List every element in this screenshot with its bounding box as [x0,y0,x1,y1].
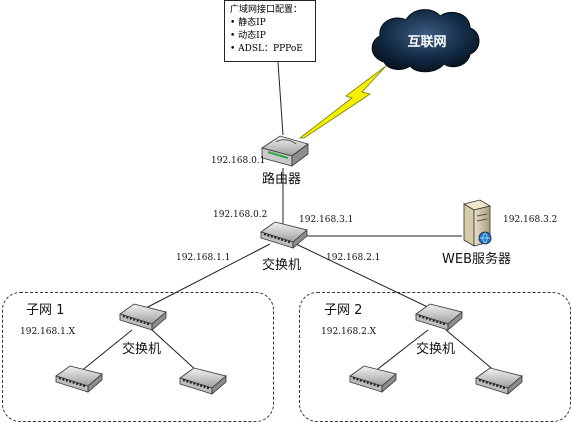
subnet1-right-link [151,329,199,373]
wan-config-item: • 静态IP [230,18,266,28]
switch-subnet1-link [141,243,271,311]
wan-config-title: 广域网接口配置： [230,5,303,15]
config-pointer-line [277,61,284,136]
wan-config-box: 广域网接口配置： • 静态IP • 动态IP • ADSL：PPPoE [224,0,316,62]
switch-subnet2-ip-label: 192.168.2.1 [326,253,381,263]
switch-subnet1-ip-label: 192.168.1.1 [176,253,231,263]
internet-cloud-icon [371,9,480,73]
wan-config-item: • 动态IP [230,31,266,41]
subnet-2-switch-label: 交换机 [416,342,456,357]
web-server-icon [462,199,492,247]
connection-lines [79,61,497,373]
internet-label: 互联网 [407,35,447,50]
subnet2-right-link [445,329,497,373]
subnet-1-switch-label: 交换机 [122,342,162,357]
subnet-2-name: 子网 2 [324,303,363,318]
switch-server-ip-label: 192.168.3.1 [299,215,354,225]
subnet1-left-link [79,329,133,373]
switch-subnet2-link [295,243,439,313]
router-label: 路由器 [262,172,302,187]
subnet-2-range: 192.168.2.X [321,327,377,337]
core-switch-icon [259,220,309,250]
wan-config-item: • ADSL：PPPoE [230,44,303,54]
core-switch-label: 交换机 [262,258,302,273]
router-ip-label: 192.168.0.1 [211,156,266,166]
switch-uplink-ip-label: 192.168.0.2 [213,210,268,220]
web-server-label: WEB服务器 [442,252,511,267]
subnet-1-range: 192.168.1.X [20,327,76,337]
subnet2-left-link [373,329,429,373]
web-server-ip-label: 192.168.3.2 [503,215,558,225]
router-icon [261,135,309,167]
subnet-1-name: 子网 1 [26,303,65,318]
lightning-bolt-icon [298,65,387,139]
diagram-canvas [54,9,524,396]
